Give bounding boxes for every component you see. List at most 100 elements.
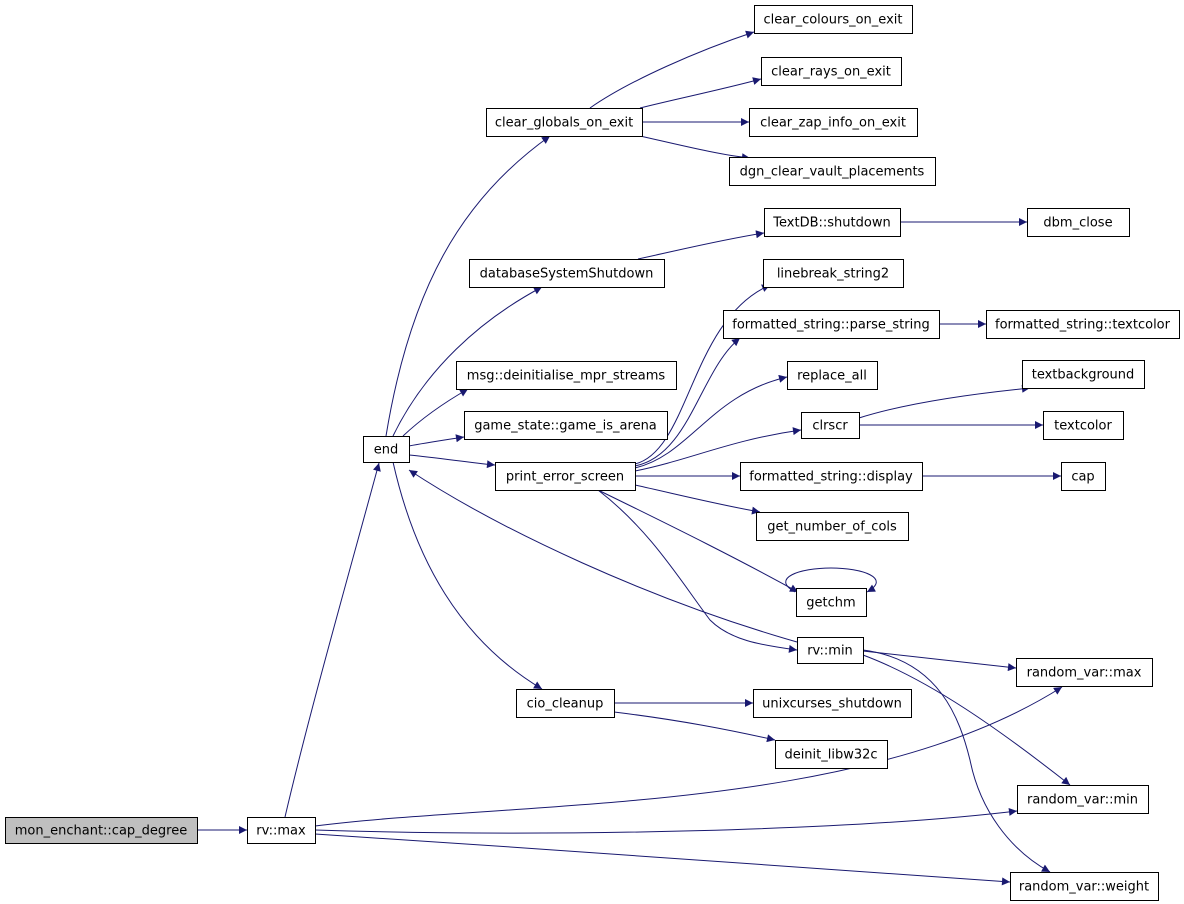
node-label: random_var::max <box>1027 666 1142 681</box>
node-box <box>516 689 615 718</box>
node-label: textbackground <box>1032 368 1135 383</box>
node-db-shutdown[interactable]: databaseSystemShutdown <box>469 259 665 288</box>
node-box <box>763 259 904 288</box>
node-box <box>754 5 913 34</box>
node-label: clear_colours_on_exit <box>764 13 903 28</box>
node-box <box>787 361 878 390</box>
node-box <box>740 462 923 491</box>
node-clear-colours[interactable]: clear_colours_on_exit <box>754 5 913 34</box>
node-label: rv::max <box>256 824 306 839</box>
edge-print-error-to-clrscr <box>634 427 802 472</box>
node-box <box>756 512 909 541</box>
edge-print-error-to-fs-parse <box>634 337 741 467</box>
node-box <box>456 361 677 390</box>
node-label: mon_enchant::cap_degree <box>15 824 187 839</box>
node-fs-parse[interactable]: formatted_string::parse_string <box>723 310 940 339</box>
edge-end-to-clear-globals <box>385 135 551 437</box>
node-label: dgn_clear_vault_placements <box>740 165 925 180</box>
node-box <box>1027 208 1130 237</box>
node-get-cols[interactable]: get_number_of_cols <box>756 512 909 541</box>
node-linebreak[interactable]: linebreak_string2 <box>763 259 904 288</box>
node-box <box>486 108 643 137</box>
node-box <box>723 310 940 339</box>
node-textbackground[interactable]: textbackground <box>1022 360 1145 389</box>
node-box <box>1043 411 1124 440</box>
node-label: dbm_close <box>1043 216 1112 231</box>
edge-rv-max-to-random-max <box>314 686 1063 827</box>
node-box <box>247 817 316 844</box>
node-box <box>764 208 901 237</box>
node-mon-enchant[interactable]: mon_enchant::cap_degree <box>5 817 198 844</box>
node-label: clrscr <box>812 419 848 434</box>
node-box <box>761 57 902 86</box>
node-clear-zap[interactable]: clear_zap_info_on_exit <box>749 108 918 137</box>
node-label: random_var::weight <box>1019 880 1149 895</box>
node-label: formatted_string::textcolor <box>995 318 1171 333</box>
node-random-weight[interactable]: random_var::weight <box>1010 872 1159 901</box>
node-rv-max[interactable]: rv::max <box>247 817 316 844</box>
node-textcolor[interactable]: textcolor <box>1043 411 1124 440</box>
edge-clear-globals-to-clear-colours <box>589 30 755 109</box>
edge-rv-max-to-random-min <box>314 807 1018 834</box>
node-label: game_state::game_is_arena <box>474 419 657 434</box>
edge-clear-globals-to-dgn-clear <box>639 135 751 162</box>
node-replace-all[interactable]: replace_all <box>787 361 878 390</box>
node-label: msg::deinitialise_mpr_streams <box>467 369 666 384</box>
node-fs-display[interactable]: formatted_string::display <box>740 462 923 491</box>
node-label: deinit_libw32c <box>784 748 877 763</box>
node-box <box>801 412 860 439</box>
edge-end-to-msg-deinit <box>402 388 469 437</box>
node-label: rv::min <box>807 644 853 659</box>
node-label: cio_cleanup <box>527 697 604 712</box>
node-deinit-libw32c[interactable]: deinit_libw32c <box>775 740 888 769</box>
node-clear-globals[interactable]: clear_globals_on_exit <box>486 108 643 137</box>
node-label: formatted_string::parse_string <box>732 318 929 333</box>
node-box <box>1016 658 1153 687</box>
edge-cio-cleanup-to-deinit-libw32c <box>613 711 776 743</box>
node-getchm[interactable]: getchm <box>796 588 867 617</box>
node-unixcurses[interactable]: unixcurses_shutdown <box>753 689 912 718</box>
node-cio-cleanup[interactable]: cio_cleanup <box>516 689 615 718</box>
node-label: replace_all <box>797 369 867 384</box>
node-label: getchm <box>806 596 855 611</box>
node-box <box>1061 462 1106 491</box>
edge-rv-max-to-random-weight <box>314 833 1011 886</box>
node-clrscr[interactable]: clrscr <box>801 412 860 439</box>
node-rv-min[interactable]: rv::min <box>797 637 864 664</box>
node-label: formatted_string::display <box>749 470 913 485</box>
node-label: clear_globals_on_exit <box>495 116 633 131</box>
node-textdb-shutdown[interactable]: TextDB::shutdown <box>764 208 901 237</box>
edge-rv-min-to-random-max <box>862 650 1017 672</box>
edge-print-error-to-replace-all <box>634 374 788 469</box>
node-fs-textcolor[interactable]: formatted_string::textcolor <box>986 310 1180 339</box>
node-label: unixcurses_shutdown <box>762 697 902 712</box>
node-box <box>495 462 636 491</box>
edge-print-error-to-rv-min <box>597 489 798 653</box>
node-game-arena[interactable]: game_state::game_is_arena <box>464 411 668 440</box>
node-dbm-close[interactable]: dbm_close <box>1027 208 1130 237</box>
node-random-max[interactable]: random_var::max <box>1016 658 1153 687</box>
node-box <box>729 157 936 186</box>
node-box <box>986 310 1180 339</box>
node-end[interactable]: end <box>363 436 410 463</box>
edge-rv-max-to-end <box>284 462 381 818</box>
node-dgn-clear[interactable]: dgn_clear_vault_placements <box>729 157 936 186</box>
node-box <box>1010 872 1159 901</box>
node-label: TextDB::shutdown <box>772 216 890 231</box>
node-random-min[interactable]: random_var::min <box>1017 785 1149 814</box>
node-box <box>464 411 668 440</box>
node-msg-deinit[interactable]: msg::deinitialise_mpr_streams <box>456 361 677 390</box>
edge-end-to-game-arena <box>408 434 465 447</box>
node-box <box>753 689 912 718</box>
node-label: databaseSystemShutdown <box>480 267 654 282</box>
nodes-layer: mon_enchant::cap_degree rv::max end clear_g… <box>5 5 1180 901</box>
node-box <box>796 588 867 617</box>
node-box <box>469 259 665 288</box>
node-label: end <box>374 443 399 458</box>
node-clear-rays[interactable]: clear_rays_on_exit <box>761 57 902 86</box>
node-print-error[interactable]: print_error_screen <box>495 462 636 491</box>
edge-print-error-to-getchm <box>597 489 799 593</box>
node-cap[interactable]: cap <box>1061 462 1106 491</box>
edges-layer <box>197 30 1071 886</box>
